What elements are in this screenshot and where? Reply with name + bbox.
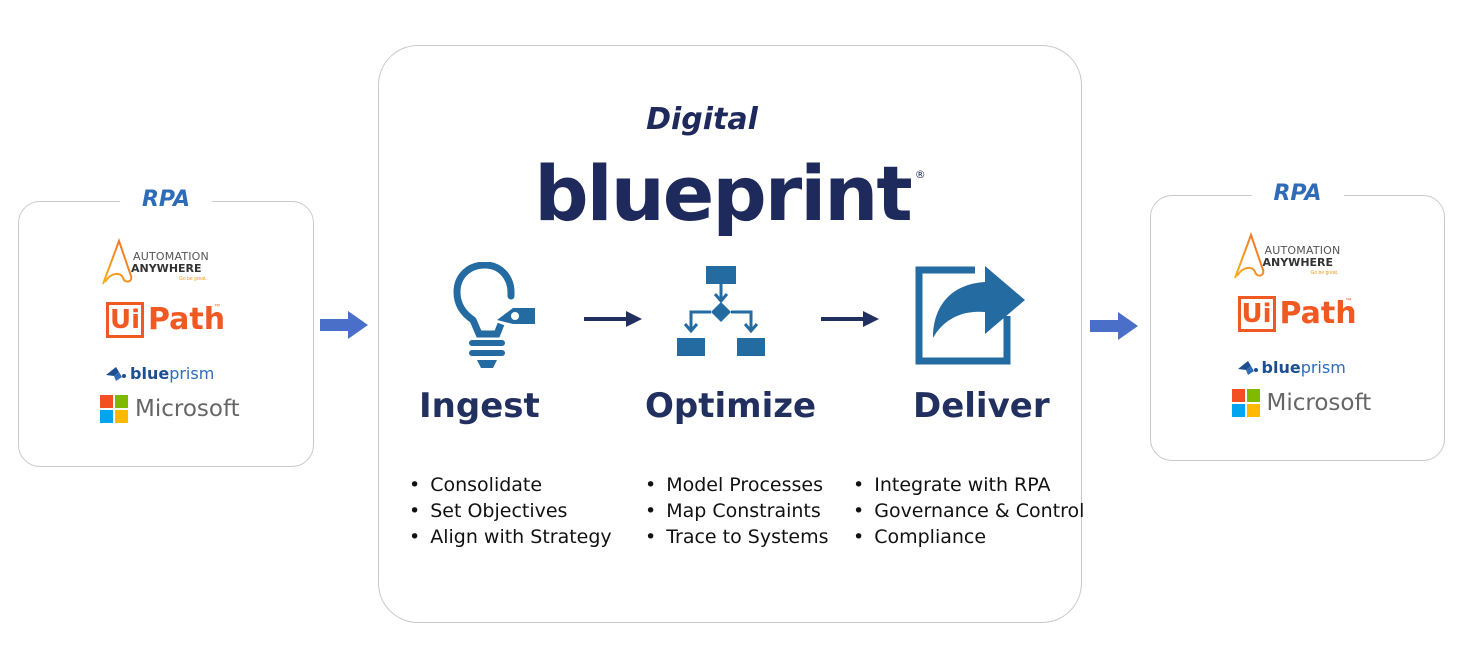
bp-light: prism bbox=[1300, 358, 1346, 377]
optimize-bullets: Model Processes Map Constraints Trace to… bbox=[645, 472, 829, 550]
bp-bold: blue bbox=[130, 364, 170, 383]
bp-bold: blue bbox=[1261, 358, 1301, 377]
blueprism-text: blueprism bbox=[1262, 358, 1346, 377]
stage-label-ingest: Ingest bbox=[419, 386, 540, 426]
automation-anywhere-logo: AUTOMATION ANYWHERE Go be great. bbox=[1233, 232, 1363, 282]
bullet-item: Model Processes bbox=[645, 472, 829, 498]
aa-line1: AUTOMATION bbox=[1264, 244, 1341, 257]
automation-anywhere-icon bbox=[1233, 232, 1264, 279]
uipath-tm: ™ bbox=[1345, 298, 1352, 304]
ingest-bullets: Consolidate Set Objectives Align with St… bbox=[409, 472, 612, 550]
blueprism-icon bbox=[1237, 361, 1258, 375]
aa-line2: ANYWHERE bbox=[1262, 256, 1334, 269]
microsoft-windows-icon bbox=[1231, 389, 1260, 417]
automation-anywhere-icon bbox=[102, 238, 133, 285]
uipath-box: Ui bbox=[1237, 296, 1276, 332]
registered-mark: ® bbox=[914, 168, 926, 181]
brand-digital: Digital bbox=[646, 102, 758, 137]
flow-arrow-in-icon bbox=[320, 311, 368, 339]
aa-line1: AUTOMATION bbox=[133, 250, 209, 263]
rpa-source-title: RPA bbox=[119, 187, 213, 213]
flow-arrow-out-icon bbox=[1090, 312, 1138, 340]
blueprism-text: blueprism bbox=[130, 364, 214, 383]
bullet-item: Trace to Systems bbox=[645, 524, 828, 550]
rpa-source-panel: RPA AUTOMATION ANYWHERE Go be great. Ui … bbox=[18, 187, 314, 467]
blueprism-icon bbox=[106, 367, 126, 381]
uipath-logo: Ui Path ™ bbox=[1237, 294, 1358, 334]
microsoft-text: Microsoft bbox=[1266, 390, 1372, 416]
microsoft-text: Microsoft bbox=[135, 396, 240, 422]
deliver-bullets: Integrate with RPA Governance & Control … bbox=[853, 472, 1084, 550]
aa-tagline: Go be great. bbox=[179, 276, 207, 282]
rpa-target-title: RPA bbox=[1251, 181, 1344, 207]
uipath-tm: ™ bbox=[214, 304, 220, 310]
stage-label-optimize: Optimize bbox=[645, 386, 817, 426]
blueprism-logo: blueprism bbox=[1237, 358, 1358, 378]
bullet-item: Consolidate bbox=[409, 472, 612, 498]
microsoft-logo: Microsoft bbox=[1231, 388, 1371, 418]
microsoft-logo: Microsoft bbox=[100, 394, 240, 424]
uipath-logo: Ui Path ™ bbox=[106, 300, 226, 340]
uipath-box: Ui bbox=[106, 302, 144, 338]
uipath-text: Path bbox=[148, 302, 226, 337]
bp-light: prism bbox=[169, 364, 215, 383]
bullet-item: Integrate with RPA bbox=[853, 472, 1084, 498]
digital-blueprint-panel: Digital blueprint® Ingest Optimize D bbox=[378, 45, 1084, 623]
bullet-item: Compliance bbox=[853, 524, 1084, 550]
bullet-item: Set Objectives bbox=[409, 498, 612, 524]
bullet-item: Map Constraints bbox=[645, 498, 829, 524]
bullet-item: Align with Strategy bbox=[409, 524, 611, 550]
blueprism-logo: blueprism bbox=[106, 364, 226, 384]
automation-anywhere-logo: AUTOMATION ANYWHERE Go be great. bbox=[101, 238, 231, 288]
lightbulb-tag-icon bbox=[453, 262, 535, 368]
uipath-text: Path bbox=[1279, 296, 1357, 331]
brand-blueprint: blueprint® bbox=[379, 130, 1081, 239]
flowchart-icon bbox=[677, 266, 765, 356]
brand-blueprint-word: blueprint bbox=[534, 149, 912, 238]
stage-arrow-icon bbox=[821, 311, 879, 327]
bullet-item: Governance & Control bbox=[853, 498, 1084, 524]
stage-arrow-icon bbox=[584, 311, 642, 327]
share-export-icon bbox=[915, 266, 1025, 365]
aa-line2: ANYWHERE bbox=[131, 262, 202, 275]
microsoft-windows-icon bbox=[100, 395, 128, 423]
aa-tagline: Go be great. bbox=[1310, 270, 1339, 276]
rpa-target-panel: RPA AUTOMATION ANYWHERE Go be great. Ui … bbox=[1150, 181, 1445, 461]
stage-label-deliver: Deliver bbox=[913, 386, 1050, 426]
